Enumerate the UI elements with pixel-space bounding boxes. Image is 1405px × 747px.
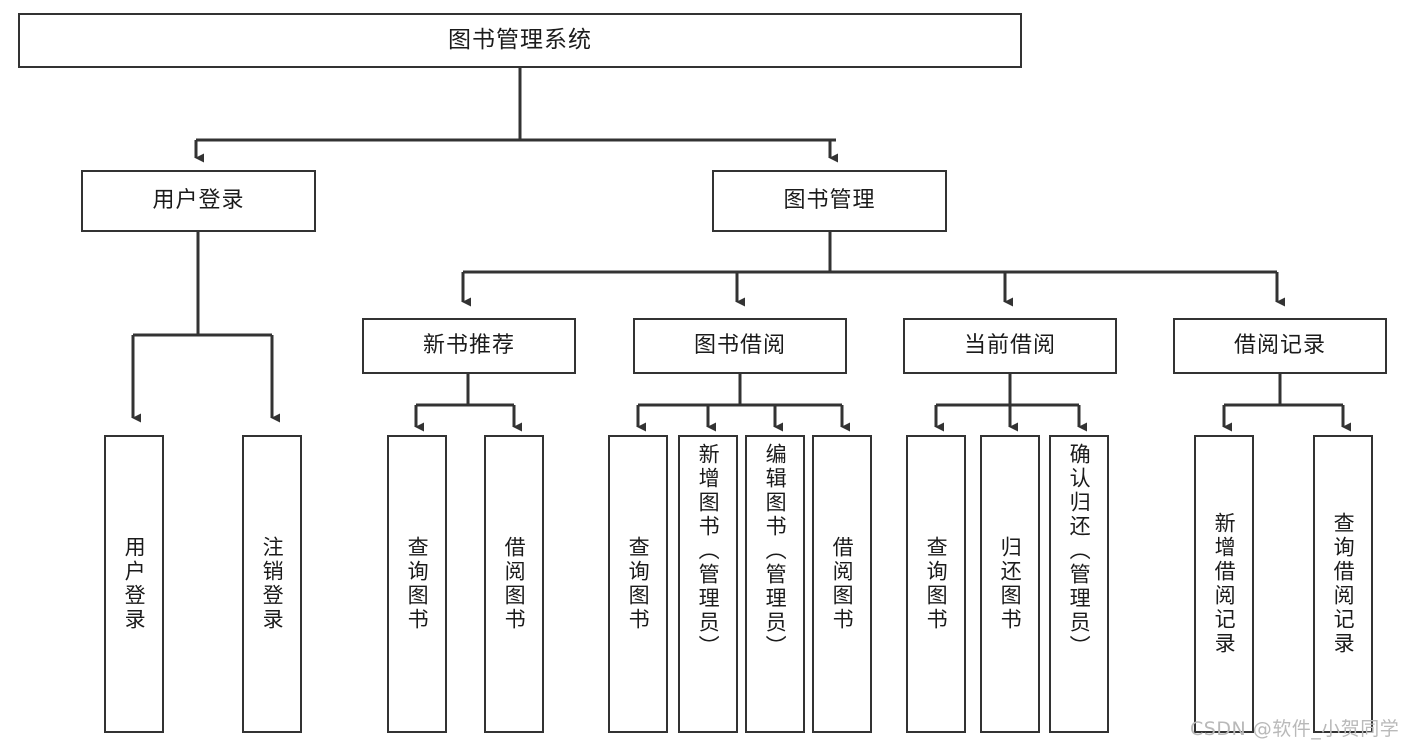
node-leaf-query-record[interactable]: 查询借阅记录 <box>1313 435 1373 733</box>
node-leaf-borrow-book-2[interactable]: 借阅图书 <box>812 435 872 733</box>
node-book-manage[interactable]: 图书管理 <box>712 170 947 232</box>
node-leaf-logout[interactable]: 注销登录 <box>242 435 302 733</box>
watermark-credit: CSDN @软件_小贺同学 <box>1190 718 1400 740</box>
node-leaf-borrow-book-1[interactable]: 借阅图书 <box>484 435 544 733</box>
node-leaf-query-book-2[interactable]: 查询图书 <box>608 435 668 733</box>
node-leaf-return-book[interactable]: 归还图书 <box>980 435 1040 733</box>
node-current-borrow[interactable]: 当前借阅 <box>903 318 1117 374</box>
node-user-login[interactable]: 用户登录 <box>81 170 316 232</box>
node-leaf-add-record[interactable]: 新增借阅记录 <box>1194 435 1254 733</box>
node-root-system[interactable]: 图书管理系统 <box>18 13 1022 68</box>
node-leaf-confirm-return[interactable]: 确认归还（管理员） <box>1049 435 1109 733</box>
node-leaf-edit-book[interactable]: 编辑图书（管理员） <box>745 435 805 733</box>
node-leaf-add-book[interactable]: 新增图书（管理员） <box>678 435 738 733</box>
node-leaf-user-login[interactable]: 用户登录 <box>104 435 164 733</box>
node-borrow-record[interactable]: 借阅记录 <box>1173 318 1387 374</box>
node-leaf-query-book-1[interactable]: 查询图书 <box>387 435 447 733</box>
node-leaf-query-book-3[interactable]: 查询图书 <box>906 435 966 733</box>
node-new-book-recommend[interactable]: 新书推荐 <box>362 318 576 374</box>
node-book-borrow[interactable]: 图书借阅 <box>633 318 847 374</box>
